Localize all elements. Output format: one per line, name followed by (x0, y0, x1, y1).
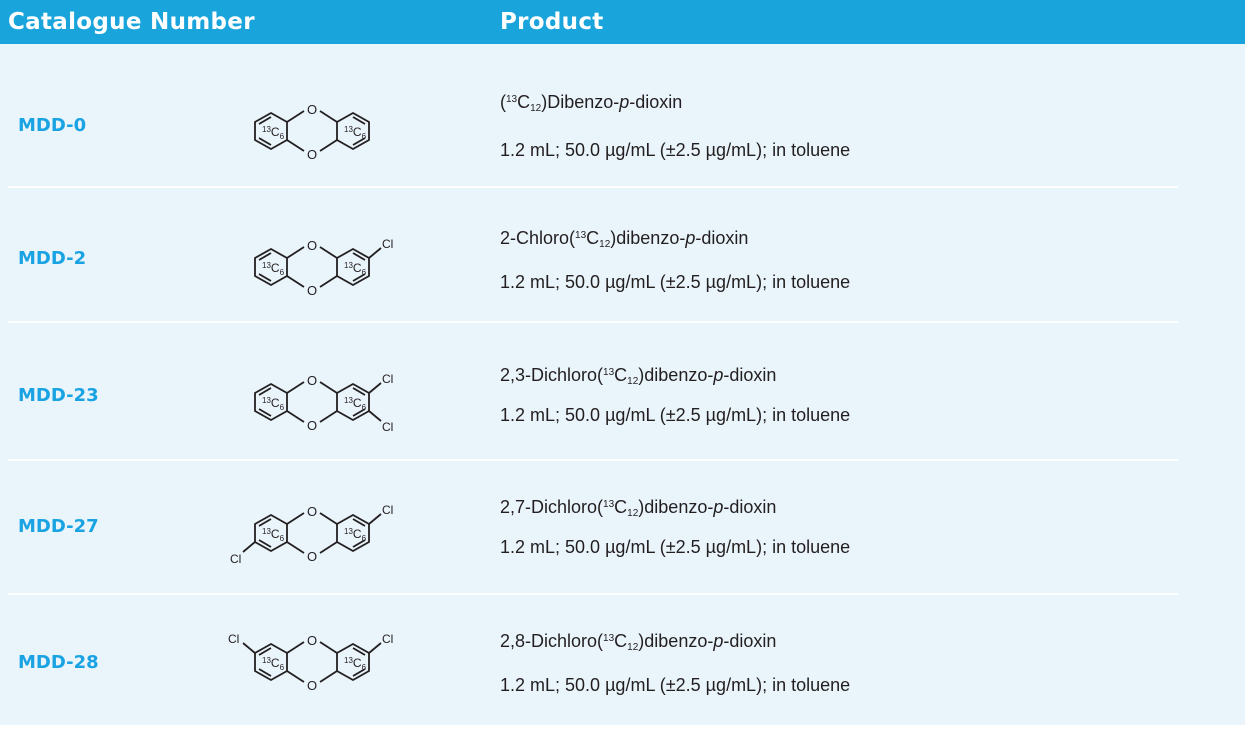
ring-label: 13C6 (344, 125, 367, 141)
oxygen-label: O (307, 678, 317, 693)
ring-label: 13C6 (344, 656, 367, 672)
chlorine-label: Cl (230, 552, 241, 566)
chlorine-label: Cl (382, 420, 393, 434)
catalogue-number: MDD-27 (18, 516, 99, 537)
catalogue-number-header: Catalogue Number (8, 9, 255, 35)
product-spec: 1.2 mL; 50.0 µg/mL (±2.5 µg/mL); in tolu… (500, 140, 851, 160)
ring-label: 13C6 (344, 527, 367, 543)
product-name: (13C12)Dibenzo-p-dioxin (500, 92, 683, 114)
product-spec: 1.2 mL; 50.0 µg/mL (±2.5 µg/mL); in tolu… (500, 675, 851, 695)
ring-label: 13C6 (344, 396, 367, 412)
ring-label: 13C6 (344, 261, 367, 277)
ring-label: 13C6 (262, 527, 285, 543)
row-divider (8, 321, 1178, 323)
row-divider (8, 186, 1178, 188)
oxygen-label: O (307, 373, 317, 388)
chlorine-label: Cl (228, 632, 239, 646)
ring-label: 13C6 (262, 125, 285, 141)
ring-label: 13C6 (262, 261, 285, 277)
product-name: 2,7-Dichloro(13C12)dibenzo-p-dioxin (500, 497, 777, 519)
product-name: 2,8-Dichloro(13C12)dibenzo-p-dioxin (500, 631, 777, 653)
molecule-structure: O O Cl 13C6 13C6 (254, 237, 393, 298)
product-spec: 1.2 mL; 50.0 µg/mL (±2.5 µg/mL); in tolu… (500, 272, 851, 292)
catalogue-number: MDD-23 (18, 385, 99, 406)
oxygen-label: O (307, 549, 317, 564)
product-name: 2,3-Dichloro(13C12)dibenzo-p-dioxin (500, 365, 777, 387)
chlorine-label: Cl (382, 372, 393, 386)
table-body (0, 44, 1245, 725)
table-row: MDD-2 O O Cl 13C6 13C6 2-Chloro(13C12)di… (0, 188, 1245, 324)
catalogue-number: MDD-28 (18, 652, 99, 673)
table-row: MDD-23 O O Cl Cl 13C6 13C6 2,3-Dichloro(… (0, 323, 1245, 459)
chlorine-label: Cl (382, 632, 393, 646)
ring-label: 13C6 (262, 396, 285, 412)
table-row: MDD-27 O O Cl Cl 13C6 13C6 2,7-Dichloro(… (0, 461, 1245, 597)
molecule-structure: O O Cl Cl 13C6 13C6 (254, 372, 393, 434)
row-divider (8, 459, 1178, 461)
product-spec: 1.2 mL; 50.0 µg/mL (±2.5 µg/mL); in tolu… (500, 537, 851, 557)
table-row: MDD-28 O O Cl Cl 13C6 13C6 2,8-Dichloro(… (0, 595, 1245, 731)
molecule-structure: O O Cl Cl 13C6 13C6 (228, 632, 393, 693)
oxygen-label: O (307, 633, 317, 648)
table-row: MDD-0 O O 13C6 13C6 (13C12)Dibenzo-p-dio… (0, 44, 1245, 180)
product-name: 2-Chloro(13C12)dibenzo-p-dioxin (500, 228, 749, 250)
row-divider (8, 593, 1178, 595)
oxygen-label: O (307, 283, 317, 298)
oxygen-label: O (307, 102, 317, 117)
oxygen-label: O (307, 504, 317, 519)
product-header: Product (500, 9, 604, 35)
chlorine-label: Cl (382, 237, 393, 251)
oxygen-label: O (307, 147, 317, 162)
ring-label: 13C6 (262, 656, 285, 672)
table-header: Catalogue Number Product (0, 0, 1245, 44)
molecule-structure: O O Cl Cl 13C6 13C6 (230, 503, 393, 566)
oxygen-label: O (307, 238, 317, 253)
product-spec: 1.2 mL; 50.0 µg/mL (±2.5 µg/mL); in tolu… (500, 405, 851, 425)
catalogue-number: MDD-2 (18, 248, 87, 269)
molecule-structure: O O 13C6 13C6 (254, 102, 370, 162)
oxygen-label: O (307, 418, 317, 433)
catalogue-number: MDD-0 (18, 115, 87, 136)
chlorine-label: Cl (382, 503, 393, 517)
